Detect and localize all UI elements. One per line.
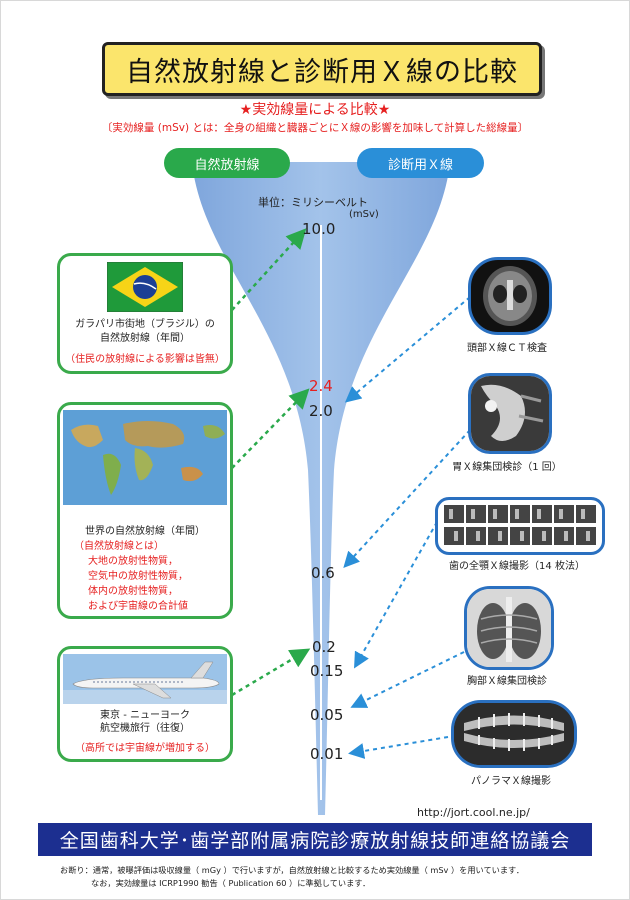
scale-value-0-15: 0.15 [310, 662, 344, 680]
arrow-galapari [231, 228, 307, 311]
galapari-note: （住民の放射線による影響は皆無） [65, 354, 225, 365]
panoramic-caption: パノラマＸ線撮影 [471, 776, 551, 787]
scale-value-2-0: 2.0 [309, 402, 333, 420]
panoramic-xray-card [451, 700, 577, 768]
scale-value-0-2: 0.2 [312, 638, 336, 656]
flight-caption-line2: 航空機旅行（往復） [100, 723, 190, 734]
scale-value-0-01: 0.01 [310, 745, 344, 763]
scale-value-2-4: 2.4 [309, 377, 333, 395]
footnote-line2: なお，実効線量は ICRP1990 勧告（ Publication 60 ）に準… [91, 878, 371, 888]
stomach-xray-card [468, 373, 552, 454]
scale-value-0-6: 0.6 [311, 564, 335, 582]
world-note-line1: （自然放射線とは） [74, 541, 164, 552]
chest-xray-card [464, 586, 554, 670]
scale-value-0-05: 0.05 [310, 706, 344, 724]
arrow-stomach [343, 429, 471, 568]
natural-card-flight: 東京 - ニューヨーク 航空機旅行（往復） （高所では宇宙線が増加する） [57, 646, 233, 762]
arrow-flight [231, 648, 311, 697]
footnote-line1: お断り：通常，被曝評価は吸収線量（ mGy ）で行いますが，自然放射線と比較する… [60, 865, 525, 875]
flight-note: （高所では宇宙線が増加する） [75, 743, 215, 754]
galapari-caption-line2: 自然放射線（年間） [100, 333, 190, 344]
arrow-world [231, 388, 310, 469]
airplane-icon [63, 654, 227, 704]
page-title: 自然放射線と診断用Ｘ線の比較 [102, 42, 542, 96]
dental-caption: 歯の全顎Ｘ線撮影（14 枚法） [449, 561, 585, 572]
subtitle: ★実効線量による比較★ [239, 102, 391, 118]
arrow-head-ct [344, 296, 471, 403]
dental-xray-card [435, 497, 605, 555]
world-map-icon [63, 410, 227, 505]
scale-value-10: 10.0 [302, 220, 336, 238]
arrow-dental [354, 521, 438, 669]
dental-xray-image-icon [444, 505, 596, 545]
chest-caption: 胸部Ｘ線集団検診 [467, 676, 547, 687]
head-ct-card [468, 257, 552, 335]
galapari-caption-line1: ガラパリ市街地（ブラジル）の [75, 319, 215, 330]
head-ct-image-icon [483, 266, 537, 326]
footer-organization: 全国歯科大学･歯学部附属病院診療放射線技師連絡協議会 [38, 823, 592, 856]
definition-note: 〔実効線量 (mSv) とは：全身の組織と臓器ごとにＸ線の影響を加味して計算した… [101, 122, 529, 134]
world-note-line5: および宇宙線の合計値 [88, 601, 188, 612]
chest-xray-image-icon [467, 589, 551, 667]
source-url: http://jort.cool.ne.jp/ [417, 806, 530, 819]
natural-card-galapari: ガラパリ市街地（ブラジル）の 自然放射線（年間） （住民の放射線による影響は皆無… [57, 253, 233, 374]
world-note-line4: 体内の放射性物質， [88, 586, 178, 597]
brazil-flag-icon [107, 262, 183, 312]
unit-abbr: (mSv) [349, 209, 379, 220]
world-note-line3: 空気中の放射性物質， [88, 571, 188, 582]
world-caption: 世界の自然放射線（年間） [85, 526, 205, 537]
stomach-xray-image-icon [471, 376, 549, 451]
stomach-caption: 胃Ｘ線集団検診（1 回） [452, 462, 562, 473]
header-natural-radiation: 自然放射線 [164, 148, 290, 178]
unit-label: 単位：ミリシーベルト [258, 196, 368, 209]
natural-card-world: 世界の自然放射線（年間） （自然放射線とは） 大地の放射性物質， 空気中の放射性… [57, 402, 233, 619]
panoramic-xray-image-icon [454, 703, 574, 765]
world-note-line2: 大地の放射性物質， [88, 556, 178, 567]
header-diagnostic-xray: 診断用Ｘ線 [357, 148, 484, 178]
flight-caption-line1: 東京 - ニューヨーク [100, 710, 190, 721]
arrow-panoramic [348, 736, 449, 759]
head-ct-caption: 頭部Ｘ線ＣＴ検査 [467, 343, 547, 354]
